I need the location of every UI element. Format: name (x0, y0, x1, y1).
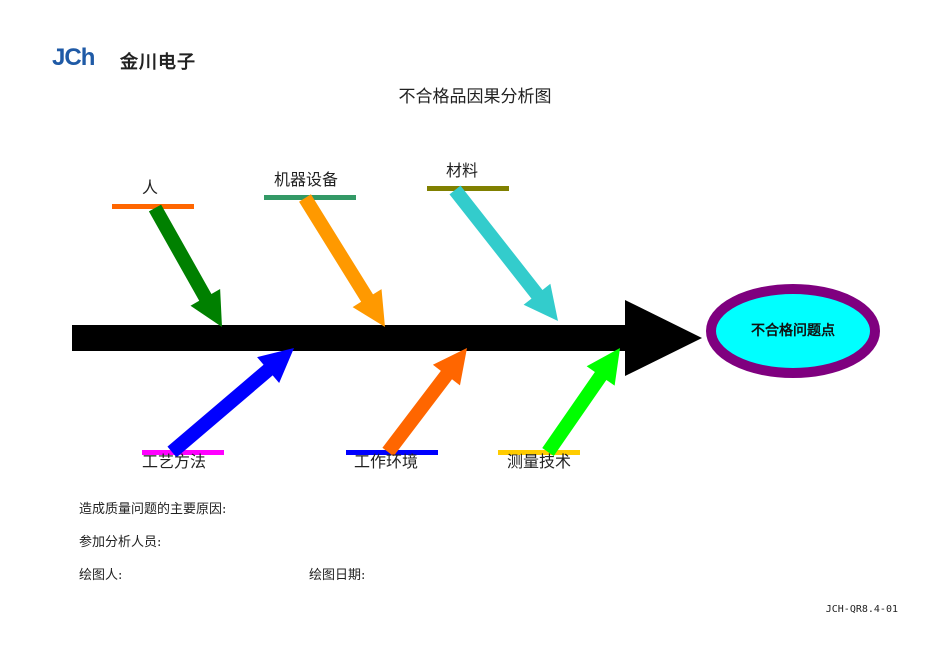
bar-method (142, 450, 224, 455)
main-cause-label: 造成质量问题的主要原因: (79, 502, 227, 517)
cause-measurement: 测量技术 (507, 452, 572, 471)
participants-label: 参加分析人员: (79, 535, 162, 550)
bar-material (427, 186, 509, 191)
logo-jch: JCh (52, 44, 95, 71)
bar-measurement (498, 450, 580, 455)
page-title: 不合格品因果分析图 (398, 87, 552, 107)
spine-head (625, 300, 702, 376)
spine (72, 325, 627, 351)
bar-person (112, 204, 194, 209)
arrow-machine (299, 194, 385, 327)
cause-material: 材料 (446, 161, 479, 180)
arrow-measurement (542, 348, 620, 456)
cause-person: 人 (142, 178, 159, 197)
logo-chinese: 金川电子 (120, 52, 196, 73)
doc-code: JCH-QR8.4-01 (825, 604, 898, 615)
arrow-person (148, 204, 222, 327)
effect-ellipse (706, 284, 880, 378)
drawer-label: 绘图人: (79, 568, 123, 583)
cause-machine: 机器设备 (274, 170, 339, 189)
arrow-material (449, 185, 558, 321)
arrow-environment (382, 348, 467, 457)
cause-environment: 工作环境 (354, 452, 419, 471)
cause-method: 工艺方法 (142, 452, 207, 471)
date-label: 绘图日期: (309, 568, 366, 583)
arrow-method (167, 348, 294, 458)
effect-label: 不合格问题点 (751, 323, 835, 339)
